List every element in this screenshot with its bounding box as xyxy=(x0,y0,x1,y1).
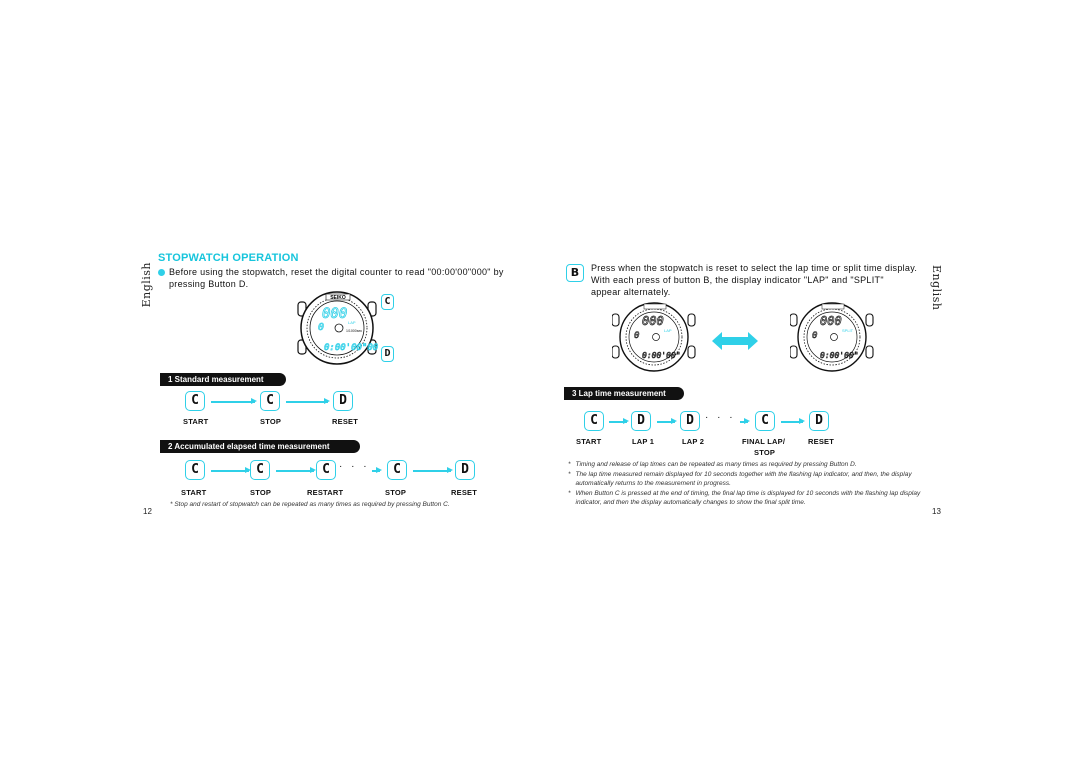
language-tab-left: English xyxy=(140,262,153,308)
ellipsis: · · · xyxy=(705,412,736,423)
section1-label-stop: STOP xyxy=(260,417,282,426)
section3-heading: 3 Lap time measurement xyxy=(564,387,684,400)
arrow-icon xyxy=(211,398,257,404)
section1-button-3: D xyxy=(333,391,353,411)
section2-label-stop-2: STOP xyxy=(385,488,407,497)
intro-line-1: Before using the stopwatch, reset the di… xyxy=(169,267,504,277)
watch-brand: SEIKO xyxy=(330,295,346,301)
section2-button-5: D xyxy=(455,460,475,480)
section3-button-3: D xyxy=(680,411,700,431)
watch-button-c: C xyxy=(381,294,394,310)
section3-button-4: C xyxy=(755,411,775,431)
watch-lap-illustration: 000 0 LAP 0:00'00" xyxy=(612,302,696,372)
arrow-icon xyxy=(740,418,750,424)
right-paragraph: Press when the stopwatch is reset to sel… xyxy=(591,262,921,298)
arrow-icon xyxy=(609,418,629,424)
page-title: STOPWATCH OPERATION xyxy=(158,252,299,264)
section2-label-restart: RESTART xyxy=(307,488,344,497)
section1-button-1: C xyxy=(185,391,205,411)
right-line-1: Press when the stopwatch is reset to sel… xyxy=(591,263,918,273)
page-number-left: 12 xyxy=(143,507,152,516)
note-2: The lap time measured remain displayed f… xyxy=(575,471,912,487)
button-b-icon: B xyxy=(566,264,584,282)
right-line-2: With each press of button B, the display… xyxy=(591,275,884,285)
intro-line-2: pressing Button D. xyxy=(169,279,249,289)
section3-button-1: C xyxy=(584,411,604,431)
section3-label-reset: RESET xyxy=(808,437,835,446)
display-lap-indicator: LAP xyxy=(348,320,356,325)
section3-label-stop: STOP xyxy=(754,448,776,457)
arrow-icon xyxy=(413,467,453,473)
svg-text:000: 000 xyxy=(820,314,842,328)
display-top-digits: 000 xyxy=(322,306,347,322)
note-1: Timing and release of lap times can be r… xyxy=(575,461,857,468)
display-bottom-digits: 0:00'00"00 xyxy=(324,343,378,353)
note-3: When Button C is pressed at the end of t… xyxy=(575,490,921,506)
section1-label-reset: RESET xyxy=(332,417,359,426)
section3-button-2: D xyxy=(631,411,651,431)
lap-indicator: LAP xyxy=(664,328,672,333)
section2-label-stop: STOP xyxy=(250,488,272,497)
notes-list: *Timing and release of lap times can be … xyxy=(568,460,928,507)
section1-button-2: C xyxy=(260,391,280,411)
arrow-icon xyxy=(781,418,805,424)
arrow-icon xyxy=(372,467,382,473)
page-number-right: 13 xyxy=(932,507,941,516)
svg-text:000: 000 xyxy=(642,314,664,328)
section2-button-4: C xyxy=(387,460,407,480)
watch-button-d: D xyxy=(381,346,394,362)
ellipsis: · · · xyxy=(339,461,370,472)
section2-button-2: C xyxy=(250,460,270,480)
section2-label-reset: RESET xyxy=(451,488,478,497)
section1-heading: 1 Standard measurement xyxy=(160,373,286,386)
arrow-icon xyxy=(276,467,316,473)
section3-label-start: START xyxy=(576,437,602,446)
watch-split-illustration: 000 0 SPLIT 0:00'00" xyxy=(790,302,874,372)
watch-illustration: SEIKO 000 0 LAP 1/1000sec 0:00'00"00 xyxy=(297,291,379,365)
svg-text:0: 0 xyxy=(634,331,639,341)
arrow-icon xyxy=(286,398,330,404)
section2-label-start: START xyxy=(181,488,207,497)
intro-paragraph: Before using the stopwatch, reset the di… xyxy=(158,266,528,290)
section3-label-lap1: LAP 1 xyxy=(632,437,655,446)
section3-button-5: D xyxy=(809,411,829,431)
bullet-icon xyxy=(158,268,165,276)
display-left-digit: 0 xyxy=(318,322,324,333)
svg-text:0:00'00": 0:00'00" xyxy=(820,351,859,360)
section3-label-lap2: LAP 2 xyxy=(682,437,705,446)
split-indicator: SPLIT xyxy=(842,328,854,333)
arrow-icon xyxy=(211,467,251,473)
section2-heading: 2 Accumulated elapsed time measurement xyxy=(160,440,360,453)
footnote: * Stop and restart of stopwatch can be r… xyxy=(170,501,450,508)
svg-text:0:00'00": 0:00'00" xyxy=(642,351,681,360)
language-tab-right: English xyxy=(930,265,943,311)
section1-label-start: START xyxy=(183,417,209,426)
section3-label-final-lap: FINAL LAP/ xyxy=(742,437,786,446)
section2-button-1: C xyxy=(185,460,205,480)
svg-text:0: 0 xyxy=(812,331,817,341)
double-arrow-icon xyxy=(712,332,758,350)
display-scale: 1/1000sec xyxy=(346,329,362,333)
arrow-icon xyxy=(657,418,677,424)
section2-button-3: C xyxy=(316,460,336,480)
right-line-3: appear alternately. xyxy=(591,287,671,297)
